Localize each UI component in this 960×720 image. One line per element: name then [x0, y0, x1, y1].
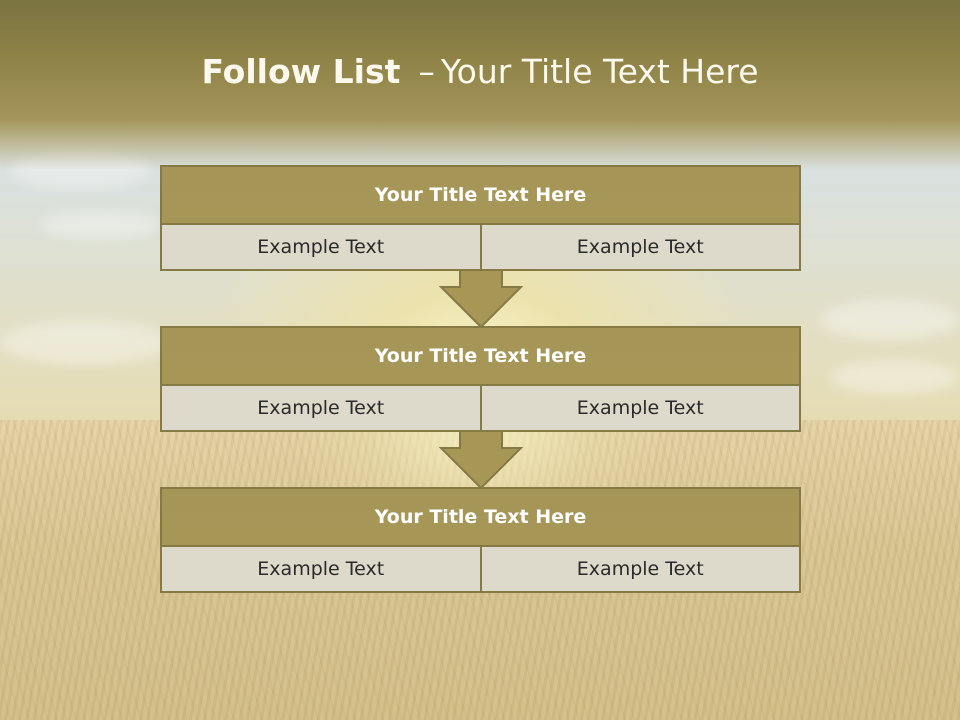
step-cell-left: Example Text	[162, 225, 480, 269]
cloud	[0, 320, 170, 365]
step-block-title: Your Title Text Here	[162, 489, 799, 545]
step-block-cells: Example Text Example Text	[162, 547, 799, 591]
down-arrow-icon	[439, 270, 523, 328]
step-cell-left: Example Text	[162, 547, 480, 591]
step-block-2: Your Title Text Here Example Text Exampl…	[160, 326, 801, 432]
slide-title-dash: –	[418, 52, 435, 91]
slide-title-rest: Your Title Text Here	[440, 52, 759, 91]
step-cell-left: Example Text	[162, 386, 480, 430]
step-block-cells: Example Text Example Text	[162, 225, 799, 269]
step-cell-right: Example Text	[481, 225, 799, 269]
down-arrow-icon	[439, 431, 523, 489]
slide-title: Follow List–Your Title Text Here	[0, 52, 960, 91]
step-block-title: Your Title Text Here	[162, 328, 799, 384]
cloud	[40, 210, 160, 240]
cloud	[830, 360, 960, 395]
cloud	[820, 300, 960, 340]
header-band	[0, 0, 960, 170]
step-block-cells: Example Text Example Text	[162, 386, 799, 430]
step-block-1: Your Title Text Here Example Text Exampl…	[160, 165, 801, 271]
step-cell-right: Example Text	[481, 547, 799, 591]
step-block-title: Your Title Text Here	[162, 167, 799, 223]
step-block-3: Your Title Text Here Example Text Exampl…	[160, 487, 801, 593]
step-cell-right: Example Text	[481, 386, 799, 430]
slide-title-bold: Follow List	[201, 52, 401, 91]
